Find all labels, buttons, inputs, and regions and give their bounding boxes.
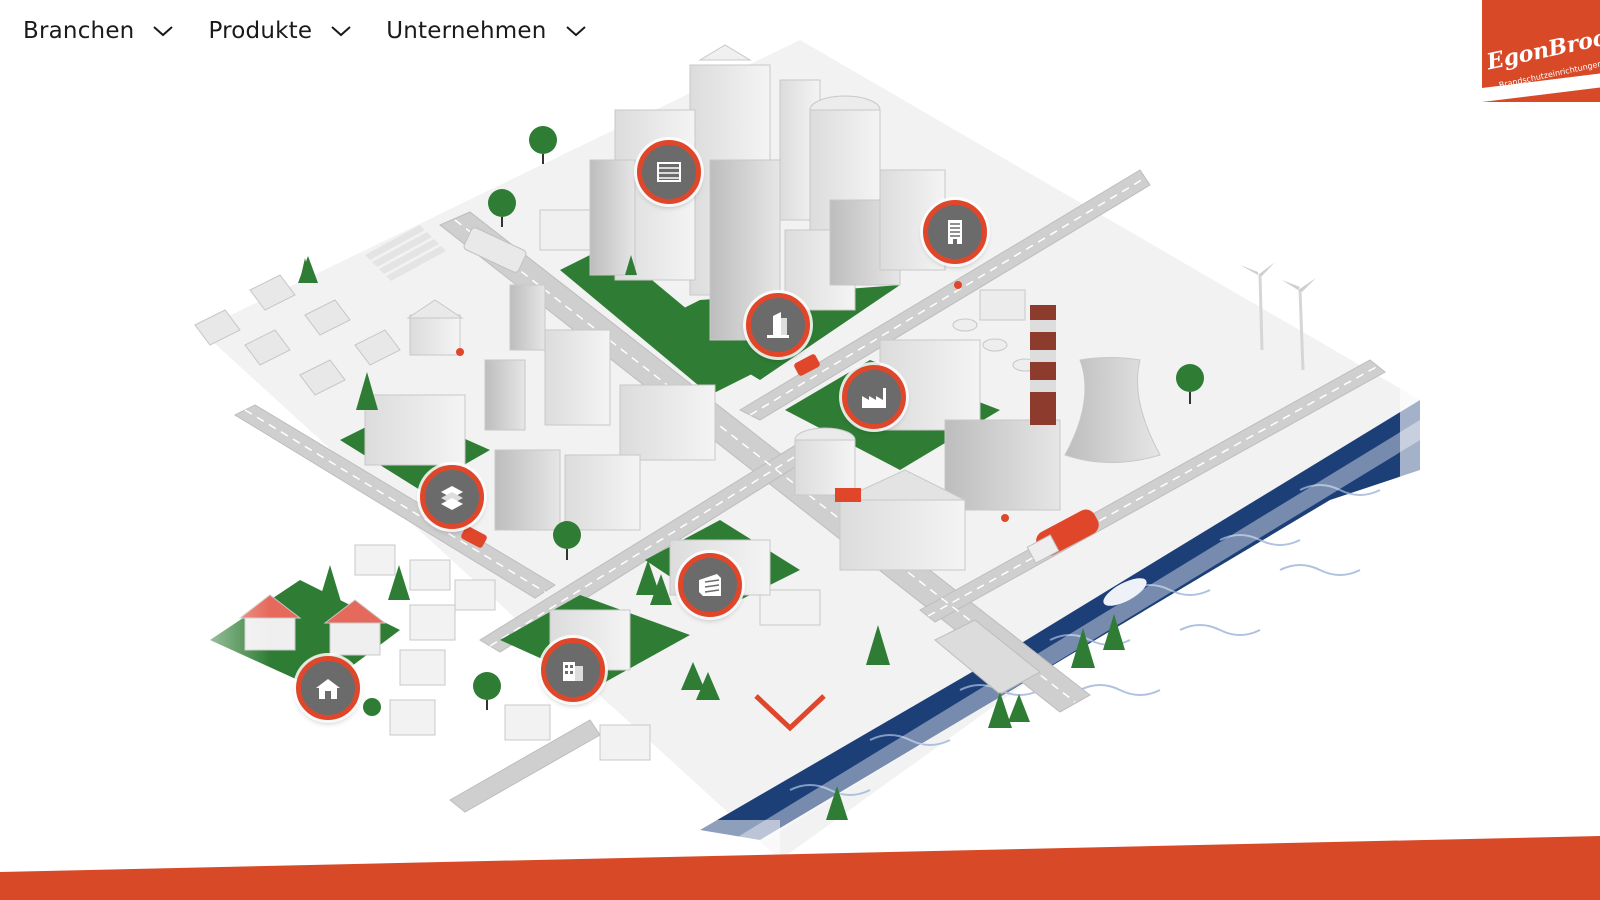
nav-item-label: Produkte [208,18,313,44]
nav-item-unternehmen[interactable]: Unternehmen [386,18,586,44]
river [700,400,1420,840]
house-icon [316,679,340,699]
wind-turbines [1258,274,1305,371]
nav-item-branchen[interactable]: Branchen [23,18,174,44]
stacked-building-icon [441,486,463,510]
tower-5 [589,159,636,276]
scroll-down-chevron-icon[interactable] [752,690,828,736]
marker-hotel[interactable] [923,200,987,264]
brand-logo[interactable]: EgonBrock Brandschutzeinrichtungen [1482,0,1600,102]
factory-icon [862,388,886,408]
highrise-icon [767,312,789,338]
hotel-icon [948,220,962,244]
cooling-tower [1064,357,1161,463]
marker-factory[interactable] [842,365,906,429]
chevron-down-icon [565,26,586,37]
office-building-icon [657,162,681,182]
bridge [934,619,1041,695]
marker-warehouse[interactable] [678,553,742,617]
chevron-down-icon [153,26,174,37]
bus [463,227,527,273]
road-upper-diagonal [738,169,1151,421]
marker-apartment[interactable] [541,638,605,702]
warehouse-icon [699,574,721,596]
marker-office[interactable] [637,140,701,204]
footer-accent-band [0,836,1600,900]
boat [1103,578,1147,606]
marker-commercial[interactable] [420,465,484,529]
chevron-down-icon [331,26,351,37]
main-nav: Branchen Produkte Unternehmen [23,18,587,44]
apartment-icon [563,662,583,681]
nav-item-label: Branchen [23,18,135,44]
marker-house[interactable] [296,656,360,720]
nav-item-produkte[interactable]: Produkte [208,18,352,44]
chimney [1030,305,1056,425]
marker-highrise[interactable] [746,293,810,357]
nav-item-label: Unternehmen [386,18,547,44]
